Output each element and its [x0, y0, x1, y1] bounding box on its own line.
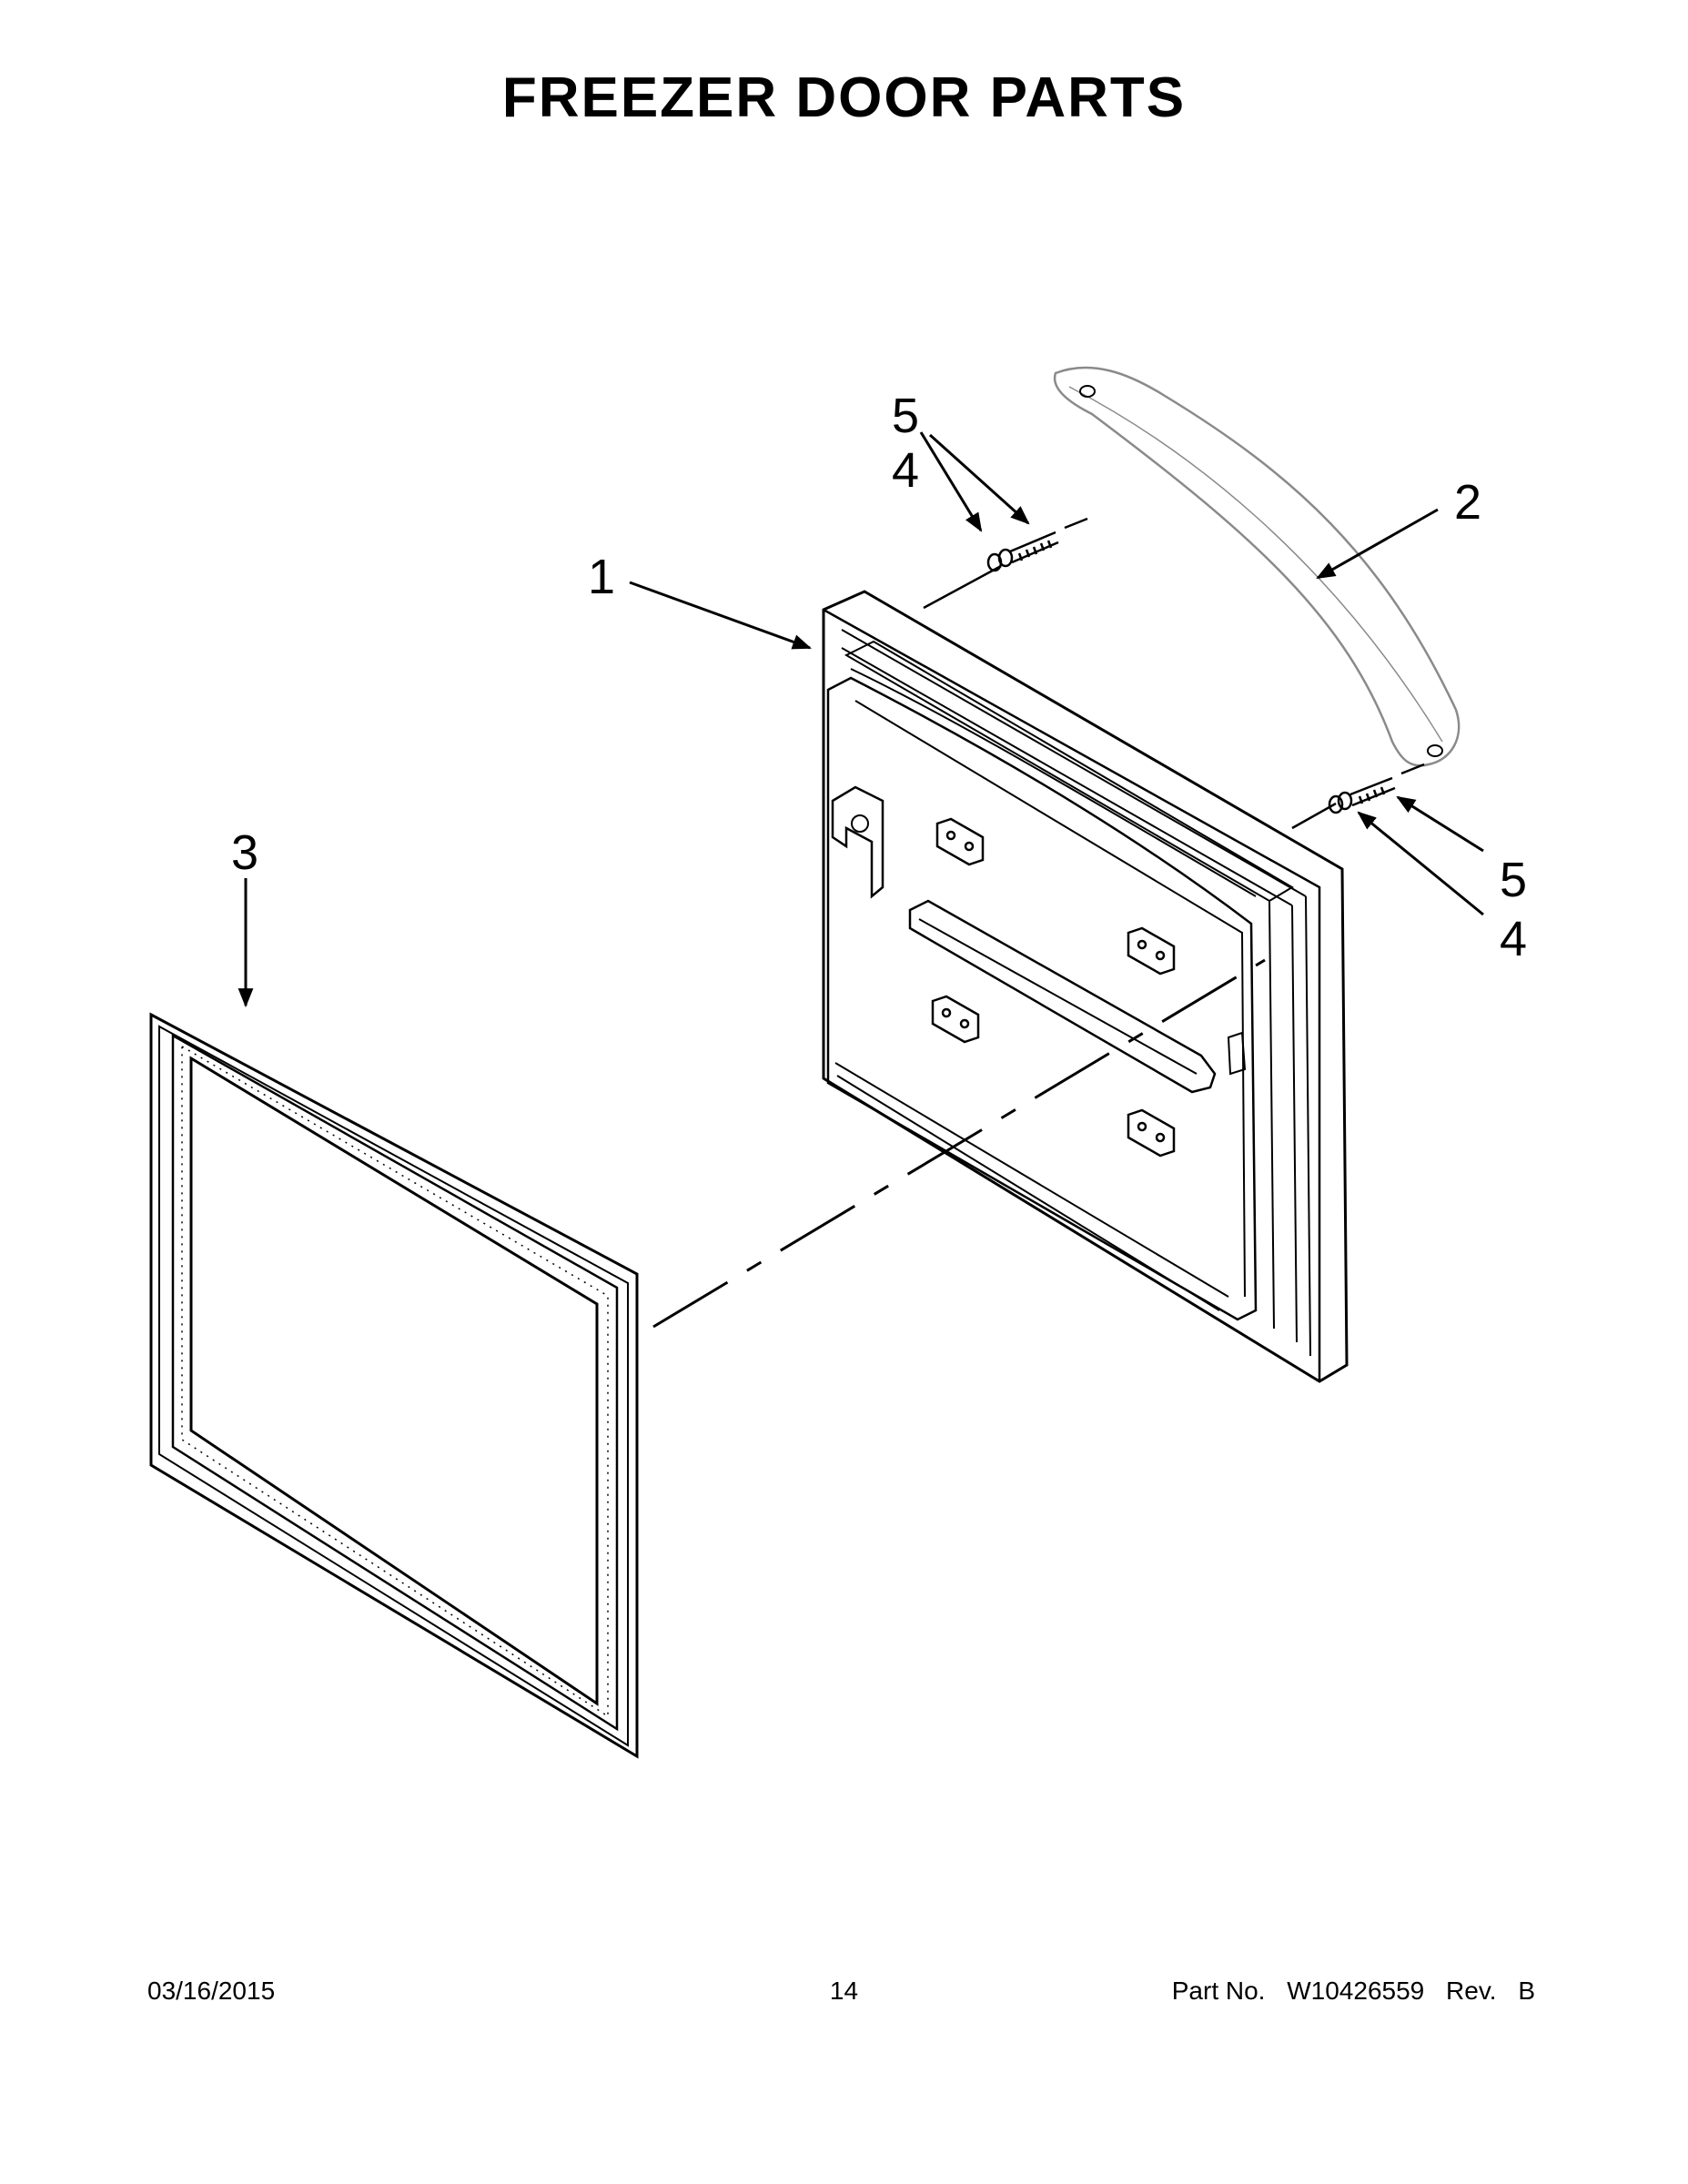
callout-spacer-top: 4: [892, 443, 919, 498]
alignment-line: [652, 958, 1266, 1329]
callout-screw-bottom: 5: [1500, 853, 1527, 907]
callout-door: 1: [588, 550, 615, 604]
footer-part-info: Part No. W10426559 Rev. B: [1172, 1977, 1535, 2006]
bottom-screw-spacer: [1291, 763, 1425, 830]
callout-handle: 2: [1454, 475, 1481, 530]
callout-gasket: 3: [231, 825, 258, 880]
door-handle: [1053, 366, 1461, 767]
door-gasket: [149, 1012, 639, 1759]
page-title: FREEZER DOOR PARTS: [501, 66, 1187, 129]
callout-spacer-bottom: 4: [1500, 912, 1527, 966]
freezer-door: [822, 590, 1349, 1383]
footer-page-number: 14: [829, 1977, 859, 2005]
rev-value: B: [1518, 1977, 1535, 2005]
top-screw-spacer: [923, 517, 1088, 610]
footer-date: 03/16/2015: [147, 1977, 276, 2005]
callout-screw-top: 5: [892, 389, 919, 443]
leader-arrows: [238, 431, 1484, 1008]
part-label: Part No.: [1171, 1977, 1266, 2005]
rev-label: Rev.: [1446, 1977, 1497, 2005]
part-number: W10426559: [1287, 1977, 1425, 2005]
